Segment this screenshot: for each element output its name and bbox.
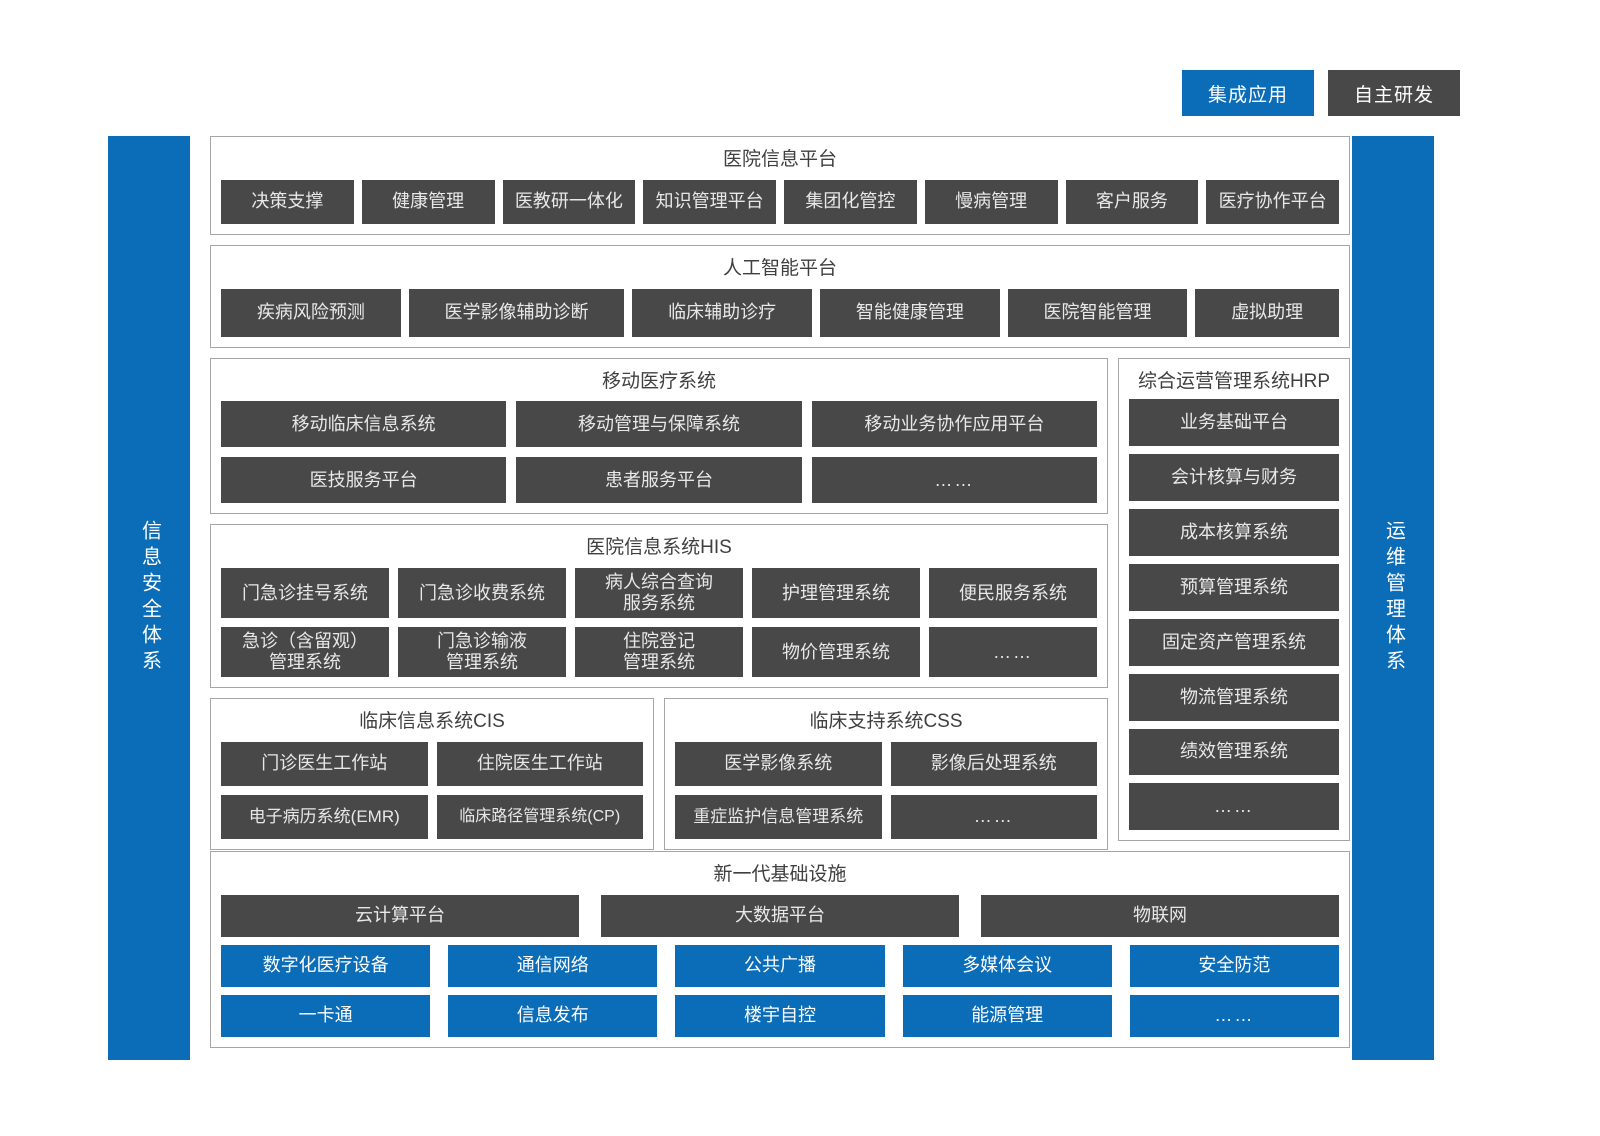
panel-title-hospital-info-platform: 医院信息平台	[722, 149, 837, 170]
sidebar-right-label: 运维管理体系	[1382, 520, 1405, 676]
tile-hrp-6[interactable]: 绩效管理系统	[1129, 728, 1339, 776]
tile-ai-1[interactable]: 医学影像辅助诊断	[408, 288, 625, 337]
tile-mobile-5[interactable]: ……	[811, 457, 1097, 504]
tile-his-5[interactable]: 急诊（含留观） 管理系统	[221, 627, 389, 678]
panel-hrp: 综合运营管理系统HRP 业务基础平台 会计核算与财务 成本核算系统 预算管理系统…	[1118, 357, 1350, 842]
tile-cis-0[interactable]: 门诊医生工作站	[221, 741, 428, 786]
tile-infra-platform-0[interactable]: 云计算平台	[221, 895, 579, 937]
panel-infrastructure: 新一代基础设施 云计算平台 大数据平台 物联网 数字化医疗设备 通信网络 公共广…	[210, 851, 1350, 1048]
tile-infra-facility-2[interactable]: 公共广播	[675, 945, 885, 987]
ai-platform-tiles: 疾病风险预测 医学影像辅助诊断 临床辅助诊疗 智能健康管理 医院智能管理 虚拟助…	[221, 288, 1340, 337]
tile-mobile-2[interactable]: 移动业务协作应用平台	[811, 401, 1097, 448]
panel-his: 医院信息系统HIS 门急诊挂号系统 门急诊收费系统 病人综合查询 服务系统 护理…	[210, 524, 1108, 689]
tile-mobile-4[interactable]: 患者服务平台	[516, 457, 802, 504]
tile-ai-4[interactable]: 医院智能管理	[1007, 288, 1188, 337]
tile-hrp-2[interactable]: 成本核算系统	[1129, 509, 1339, 556]
infrastructure-facility-tiles-row1: 数字化医疗设备 通信网络 公共广播 多媒体会议 安全防范	[221, 945, 1339, 987]
tile-infra-facility-3[interactable]: 多媒体会议	[902, 945, 1112, 987]
tile-hrp-1[interactable]: 会计核算与财务	[1129, 454, 1339, 502]
tile-his-0[interactable]: 门急诊挂号系统	[221, 568, 389, 619]
tile-infra-facility-8[interactable]: 能源管理	[902, 995, 1112, 1037]
tile-his-9[interactable]: ……	[929, 627, 1097, 678]
tile-mobile-1[interactable]: 移动管理与保障系统	[516, 401, 802, 448]
tile-infra-facility-6[interactable]: 信息发布	[448, 995, 658, 1037]
infrastructure-platform-tiles: 云计算平台 大数据平台 物联网	[221, 895, 1339, 937]
tile-infra-facility-9[interactable]: ……	[1129, 995, 1339, 1037]
hrp-tiles: 业务基础平台 会计核算与财务 成本核算系统 预算管理系统 固定资产管理系统 物流…	[1129, 399, 1339, 831]
panel-title-css: 临床支持系统CSS	[809, 711, 963, 733]
panel-title-mobile-medical: 移动医疗系统	[601, 370, 716, 392]
tile-mobile-3[interactable]: 医技服务平台	[221, 457, 507, 504]
sidebar-operations-management[interactable]: 运维管理体系	[1352, 136, 1434, 1060]
tile-infra-facility-4[interactable]: 安全防范	[1129, 945, 1339, 987]
infrastructure-facility-tiles-row2: 一卡通 信息发布 楼宇自控 能源管理 ……	[221, 995, 1339, 1037]
tile-infra-facility-7[interactable]: 楼宇自控	[675, 995, 885, 1037]
panel-title-hrp: 综合运营管理系统HRP	[1137, 370, 1331, 392]
sidebar-left-label: 信息安全体系	[138, 520, 161, 676]
middle-region: 移动医疗系统 移动临床信息系统 移动管理与保障系统 移动业务协作应用平台 医技服…	[210, 357, 1350, 850]
cis-css-pair: 临床信息系统CIS 门诊医生工作站 住院医生工作站 电子病历系统(EMR) 临床…	[210, 698, 1108, 850]
panel-title-cis: 临床信息系统CIS	[359, 711, 505, 733]
hospital-info-platform-tiles: 决策支撑 健康管理 医教研一体化 知识管理平台 集团化管控 慢病管理 客户服务 …	[221, 179, 1339, 224]
panel-title-infrastructure: 新一代基础设施	[713, 864, 847, 886]
tile-hip-3[interactable]: 知识管理平台	[643, 179, 776, 224]
tile-hrp-3[interactable]: 预算管理系统	[1129, 563, 1339, 611]
tile-hrp-0[interactable]: 业务基础平台	[1129, 399, 1339, 447]
tile-hip-5[interactable]: 慢病管理	[924, 179, 1058, 224]
middle-left-column: 移动医疗系统 移动临床信息系统 移动管理与保障系统 移动业务协作应用平台 医技服…	[210, 357, 1108, 850]
legend-integrated-app[interactable]: 集成应用	[1182, 70, 1314, 116]
sidebar-information-security[interactable]: 信息安全体系	[108, 136, 190, 1060]
tile-cis-3[interactable]: 临床路径管理系统(CP)	[436, 794, 643, 839]
legend: 集成应用 自主研发	[1182, 70, 1460, 116]
tile-hip-7[interactable]: 医疗协作平台	[1206, 179, 1339, 224]
panel-mobile-medical: 移动医疗系统 移动临床信息系统 移动管理与保障系统 移动业务协作应用平台 医技服…	[210, 357, 1108, 515]
tile-mobile-0[interactable]: 移动临床信息系统	[221, 401, 507, 448]
tile-infra-facility-0[interactable]: 数字化医疗设备	[221, 945, 431, 987]
tile-infra-facility-5[interactable]: 一卡通	[221, 995, 431, 1037]
tile-his-8[interactable]: 物价管理系统	[752, 627, 920, 678]
architecture-stack: 医院信息平台 决策支撑 健康管理 医教研一体化 知识管理平台 集团化管控 慢病管…	[210, 136, 1350, 1048]
tile-css-3[interactable]: ……	[890, 794, 1097, 839]
tile-his-4[interactable]: 便民服务系统	[929, 568, 1097, 619]
tile-his-6[interactable]: 门急诊输液 管理系统	[398, 627, 566, 678]
tile-ai-3[interactable]: 智能健康管理	[820, 288, 1000, 337]
tile-ai-2[interactable]: 临床辅助诊疗	[632, 288, 813, 337]
panel-css: 临床支持系统CSS 医学影像系统 影像后处理系统 重症监护信息管理系统 ……	[664, 698, 1108, 850]
tile-css-0[interactable]: 医学影像系统	[675, 741, 882, 786]
tile-hrp-7[interactable]: ……	[1129, 783, 1339, 831]
tile-hip-1[interactable]: 健康管理	[361, 179, 495, 224]
panel-hospital-info-platform: 医院信息平台 决策支撑 健康管理 医教研一体化 知识管理平台 集团化管控 慢病管…	[210, 136, 1350, 235]
tile-infra-facility-1[interactable]: 通信网络	[448, 945, 658, 987]
css-tiles: 医学影像系统 影像后处理系统 重症监护信息管理系统 ……	[675, 741, 1097, 839]
tile-his-1[interactable]: 门急诊收费系统	[398, 568, 566, 619]
tile-infra-platform-1[interactable]: 大数据平台	[601, 895, 959, 937]
legend-inhouse-rnd[interactable]: 自主研发	[1328, 70, 1460, 116]
tile-ai-5[interactable]: 虚拟助理	[1195, 288, 1340, 337]
tile-css-2[interactable]: 重症监护信息管理系统	[675, 794, 882, 839]
tile-hip-4[interactable]: 集团化管控	[784, 179, 917, 224]
panel-ai-platform: 人工智能平台 疾病风险预测 医学影像辅助诊断 临床辅助诊疗 智能健康管理 医院智…	[210, 244, 1350, 348]
tile-hrp-4[interactable]: 固定资产管理系统	[1129, 618, 1339, 666]
tile-hip-0[interactable]: 决策支撑	[221, 179, 354, 224]
tile-cis-1[interactable]: 住院医生工作站	[436, 741, 643, 786]
tile-hrp-5[interactable]: 物流管理系统	[1129, 673, 1339, 721]
tile-infra-platform-2[interactable]: 物联网	[981, 895, 1339, 937]
tile-his-2[interactable]: 病人综合查询 服务系统	[575, 568, 743, 619]
tile-his-7[interactable]: 住院登记 管理系统	[575, 627, 743, 678]
panel-title-his: 医院信息系统HIS	[586, 537, 732, 559]
mobile-medical-tiles: 移动临床信息系统 移动管理与保障系统 移动业务协作应用平台 医技服务平台 患者服…	[221, 401, 1097, 504]
tile-css-1[interactable]: 影像后处理系统	[890, 741, 1097, 786]
tile-ai-0[interactable]: 疾病风险预测	[221, 288, 401, 337]
his-tiles: 门急诊挂号系统 门急诊收费系统 病人综合查询 服务系统 护理管理系统 便民服务系…	[221, 568, 1097, 678]
panel-title-ai-platform: 人工智能平台	[722, 257, 837, 279]
tile-hip-6[interactable]: 客户服务	[1065, 179, 1199, 224]
panel-cis: 临床信息系统CIS 门诊医生工作站 住院医生工作站 电子病历系统(EMR) 临床…	[210, 698, 654, 850]
tile-hip-2[interactable]: 医教研一体化	[502, 179, 636, 224]
tile-his-3[interactable]: 护理管理系统	[752, 568, 920, 619]
tile-cis-2[interactable]: 电子病历系统(EMR)	[221, 794, 428, 839]
cis-tiles: 门诊医生工作站 住院医生工作站 电子病历系统(EMR) 临床路径管理系统(CP)	[221, 741, 643, 839]
